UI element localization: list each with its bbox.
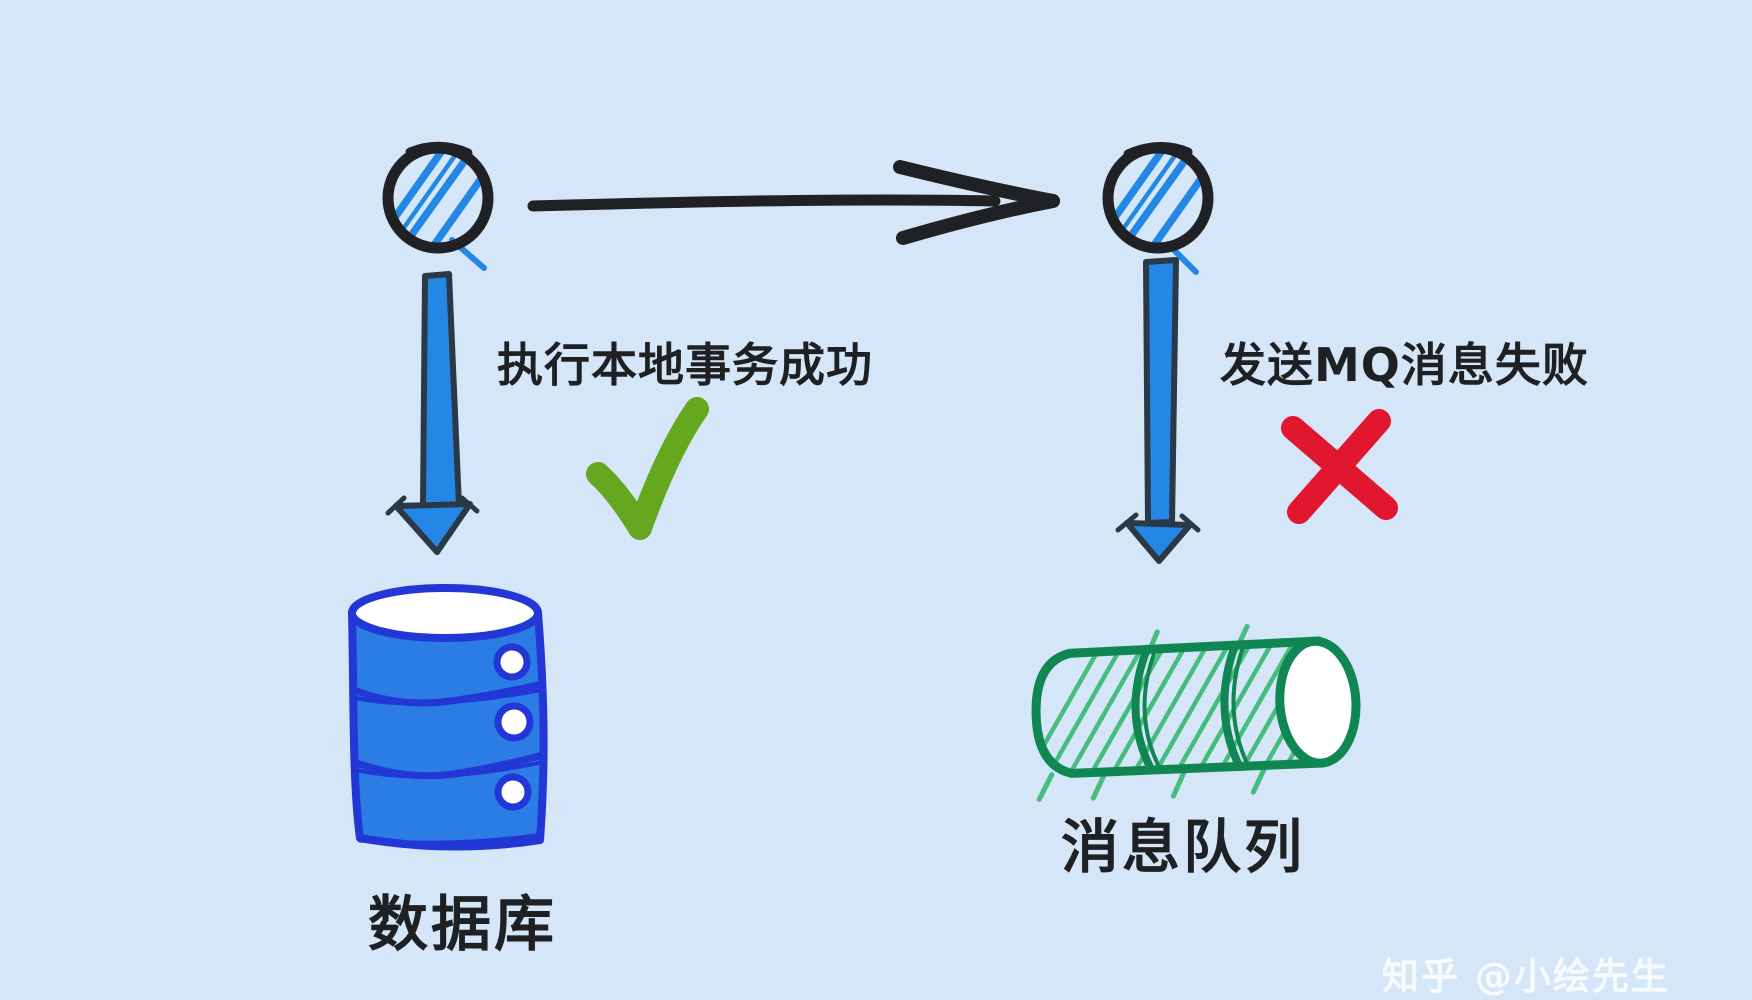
database-cylinder-icon [348,584,548,851]
cross-icon [1281,409,1398,524]
flow-right-arrow-icon [527,160,1060,245]
right-down-arrow-icon [1115,257,1201,564]
left-node-hatched-circle-icon [382,141,494,271]
left-action-label: 执行本地事务成功 [497,338,873,392]
message-queue-cylinder-icon [1031,623,1361,802]
right-node-hatched-circle-icon [1102,142,1214,275]
watermark: 知乎 @小绘先生 [1382,955,1670,998]
right-action-label: 发送MQ消息失败 [1220,338,1589,392]
left-down-arrow-icon [385,271,480,555]
database-label: 数据库 [368,890,557,960]
queue-label: 消息队列 [1061,813,1306,881]
check-icon [586,397,709,540]
